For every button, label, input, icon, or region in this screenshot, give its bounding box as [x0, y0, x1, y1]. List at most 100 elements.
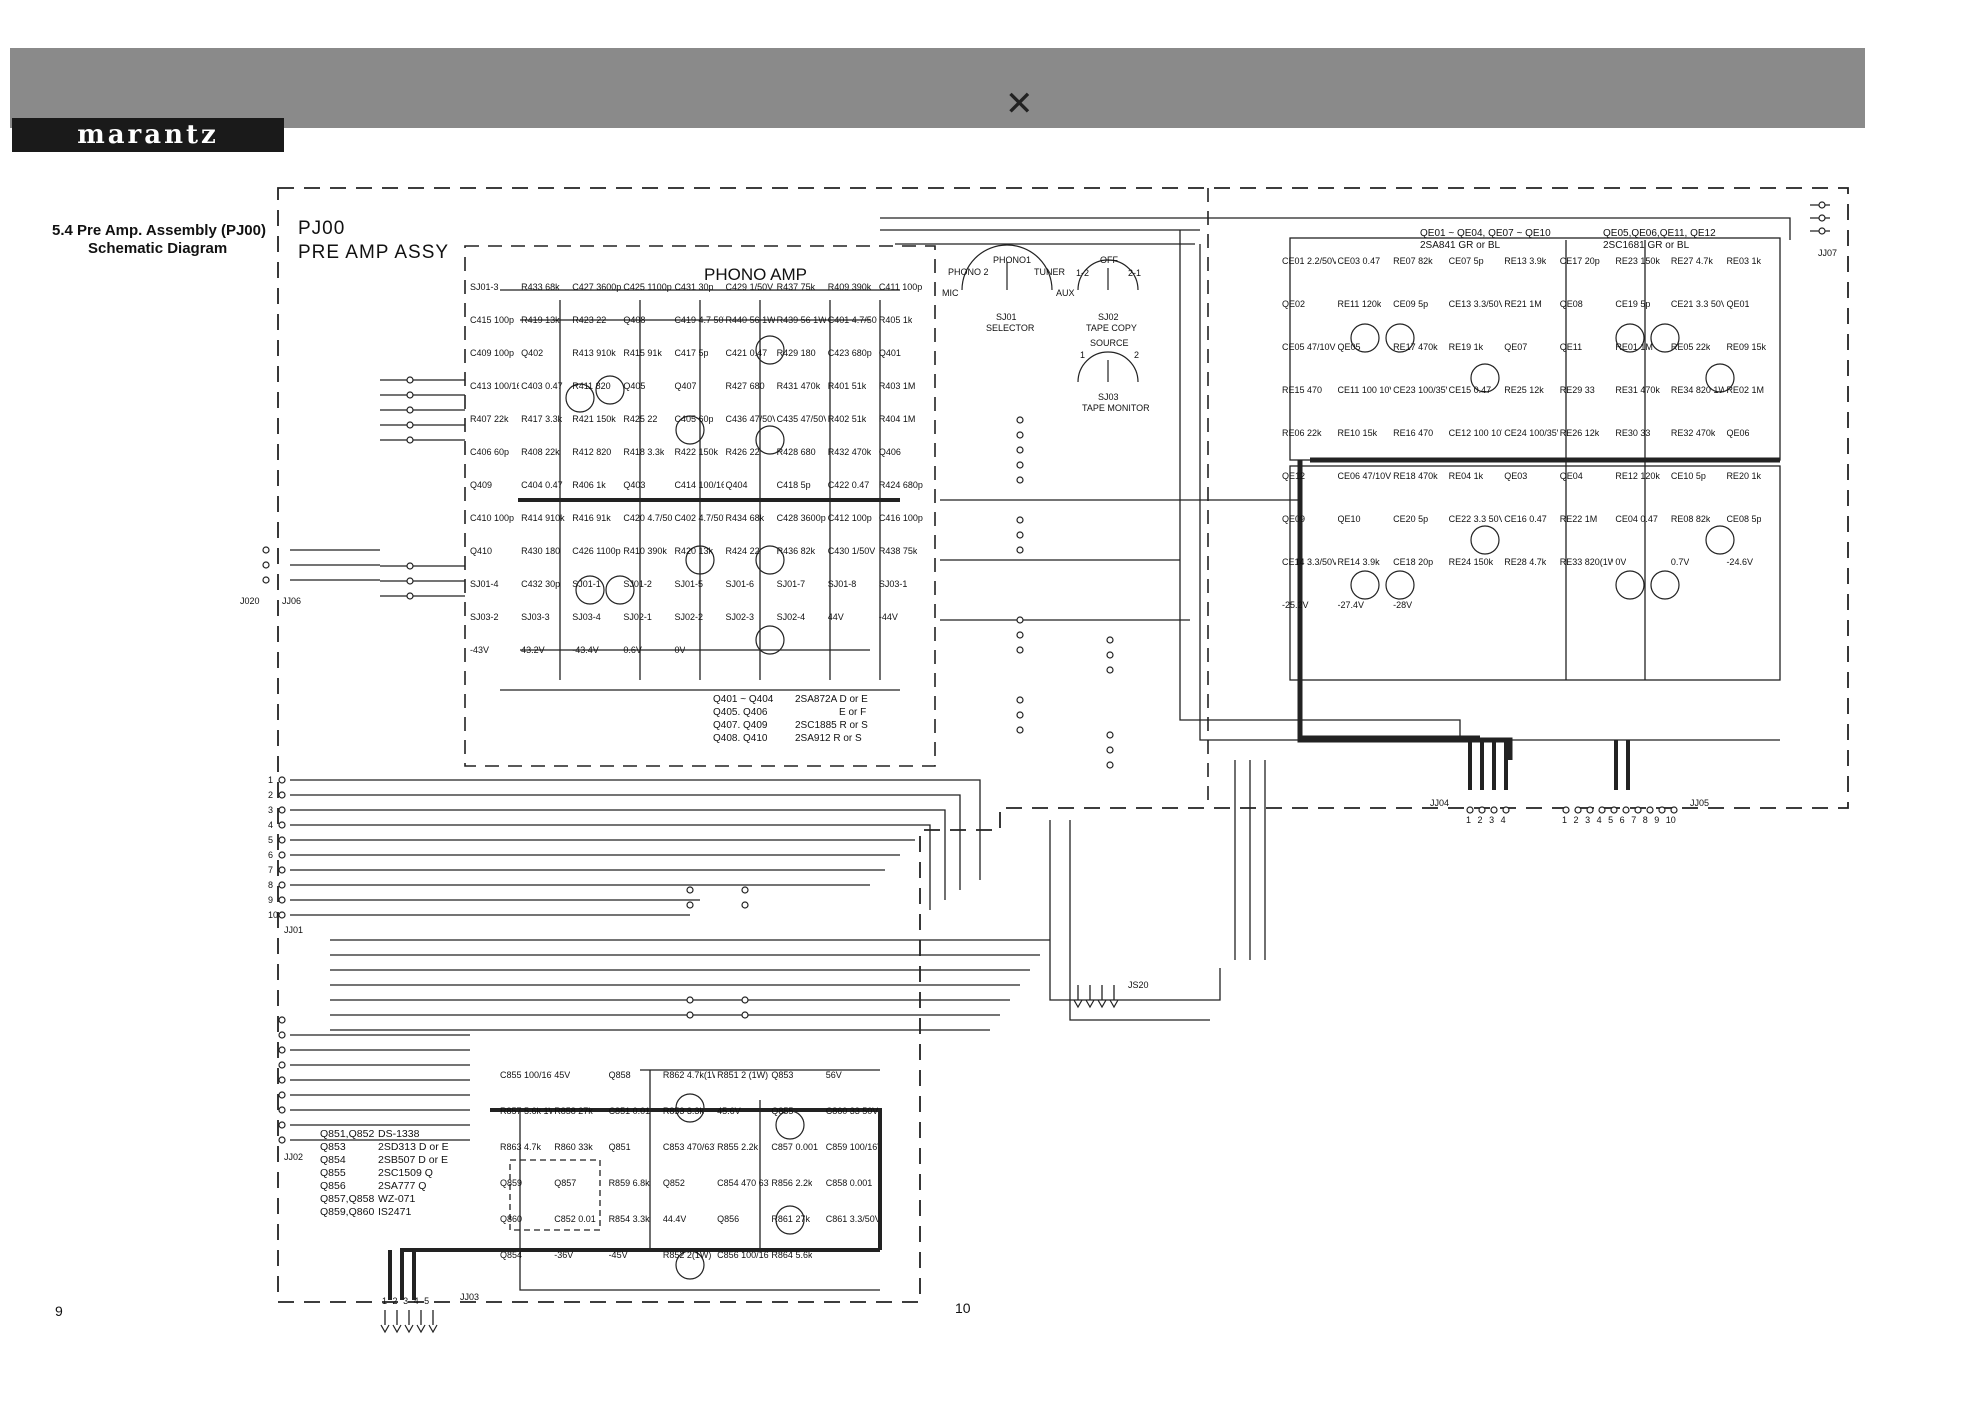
phono-component-label: R424 22 [725, 546, 760, 556]
phono-component-label: C421 0.47 [725, 348, 768, 358]
connector-js20: JS20 [1128, 980, 1149, 990]
tone-component-label: QE11 [1559, 342, 1583, 352]
phono-component-label: -44V [878, 612, 898, 622]
assembly-name: PRE AMP ASSY [298, 242, 450, 263]
phono-component-label: SJ01-6 [725, 579, 755, 589]
phono-amp-title: PHONO AMP [704, 265, 807, 284]
power-component-label: 45V [554, 1070, 571, 1080]
tone-component-label: CE23 100/35V [1393, 385, 1447, 395]
phono-component-label: SJ02-2 [674, 612, 703, 622]
phono-component-label: C419 4.7 50V [674, 315, 724, 325]
tone-component-label: RE25 12k [1504, 385, 1544, 395]
power-component-label: R854 3.3k [608, 1214, 650, 1224]
phono-component-label: R426 22 [725, 447, 760, 457]
phono-component-label: SJ01-2 [623, 579, 652, 589]
tone-component-label: RE09 15k [1726, 342, 1766, 352]
connector-jj07: JJ07 [1818, 248, 1838, 258]
phono-component-label: Q401 [878, 348, 901, 358]
connector-jj04: JJ04 [1430, 798, 1450, 808]
phono-component-label: C426 1100p [572, 546, 621, 556]
phono-component-label: SJ03-4 [572, 612, 601, 622]
tone-component-label: RE08 82k [1670, 514, 1711, 524]
brand-logo: marantz [12, 118, 284, 152]
power-component-label: R851 2 (1W) [717, 1070, 769, 1080]
power-component-label: Q857 [554, 1178, 577, 1188]
tone-component-label: RE26 12k [1559, 428, 1600, 438]
phono-component-label: R429 180 [776, 348, 816, 358]
tone-component-label: 0V [1615, 557, 1627, 567]
power-component-label: C857 0.001 [771, 1142, 818, 1152]
tone-component-label: CE01 2.2/50V [1282, 256, 1336, 266]
tone-component-label: CE24 100/35V [1504, 428, 1558, 438]
phono-component-label: C402 4.7/50V [674, 513, 724, 523]
phono-component-label: R421 150k [572, 414, 616, 424]
phono-component-label: SJ01-5 [674, 579, 703, 589]
sj02-name: SJ02 [1098, 312, 1119, 322]
phono-component-label: R431 470k [776, 381, 821, 391]
power-component-label: C853 470/63V [662, 1142, 716, 1152]
phono-component-label: R408 22k [521, 447, 560, 457]
power-component-label: R859 6.8k [608, 1178, 650, 1188]
phono-component-label: Q404 [725, 480, 748, 490]
power-component-label: Q854 [500, 1250, 523, 1260]
phono-component-label: R437 75k [776, 282, 816, 292]
phono-component-label: R422 150k [674, 447, 718, 457]
tone-component-label: CE22 3.3 50V [1448, 514, 1503, 524]
phono-component-label: R425 22 [623, 414, 658, 424]
tone-component-label: RE19 1k [1448, 342, 1484, 352]
tone-component-label: RE31 470k [1615, 385, 1660, 395]
phono-component-label: R430 180 [521, 546, 561, 556]
phono-component-label: 43.2V [521, 645, 545, 655]
phono-component-label: C428 3600p [776, 513, 826, 523]
phono-component-label: C425 1100p [623, 282, 672, 292]
phono-component-label: 0V [674, 645, 686, 655]
phono-component-label: R440 56 1W [725, 315, 775, 325]
tone-component-label: -27.4V [1337, 600, 1365, 610]
tone-component-label: QE07 [1504, 342, 1528, 352]
tone-component-label: CE08 5p [1726, 514, 1762, 524]
phono-component-label: -43.4V [572, 645, 599, 655]
tone-component-label: CE10 5p [1670, 471, 1706, 481]
phono-component-label: C435 47/50V [776, 414, 826, 424]
phono-component-label: C420 4.7/50V [623, 513, 673, 523]
tone-component-label: QE04 [1559, 471, 1583, 481]
tone-component-label: RE33 820(1W) [1559, 557, 1614, 567]
phono-component-label: R432 470k [827, 447, 872, 457]
power-component-label: C858 0.001 [825, 1178, 873, 1188]
connector-jj02: JJ02 [284, 1152, 304, 1162]
tone-component-label: CE19 5p [1615, 299, 1651, 309]
phono-component-label: SJ03-3 [521, 612, 550, 622]
header-bar [10, 48, 1865, 128]
phono-component-label: R428 680 [776, 447, 816, 457]
sj03-title: TAPE MONITOR [1082, 403, 1150, 413]
page-number-right: 10 [955, 1300, 971, 1316]
tone-component-label: CE17 20p [1559, 256, 1600, 266]
phono-component-label: C427 3600p [572, 282, 622, 292]
phono-component-label: R419 13k [521, 315, 560, 325]
power-component-label: -36V [554, 1250, 574, 1260]
phono-component-label: R404 1M [878, 414, 916, 424]
section-title-line2: Schematic Diagram [88, 240, 228, 257]
tone-component-label: QE08 [1559, 299, 1583, 309]
phono-component-label: R439 56 1W [776, 315, 826, 325]
power-component-label: R861 27k [771, 1214, 810, 1224]
section-title-line1: 5.4 Pre Amp. Assembly (PJ00) [52, 222, 266, 239]
sj03-pos-2: 2 [1134, 350, 1140, 360]
tone-component-label: -24.6V [1726, 557, 1753, 567]
tone-component-label: RE10 15k [1337, 428, 1378, 438]
phono-component-label: C417 5p [674, 348, 709, 358]
phono-component-label: SJ01-4 [470, 579, 499, 589]
phono-component-label: R434 68k [725, 513, 765, 523]
power-component-label: R864 5.6k [771, 1250, 813, 1260]
power-component-label: C860 33 50V [825, 1106, 878, 1116]
power-component-label: R863 4.7k [500, 1142, 542, 1152]
tone-component-label: -28V [1393, 600, 1413, 610]
tone-component-label: QE09 [1282, 514, 1306, 524]
tone-component-label: RE05 22k [1670, 342, 1711, 352]
tone-component-label: RE29 33 [1559, 385, 1595, 395]
connector-jj01: JJ01 [284, 925, 304, 935]
tone-component-label: RE02 1M [1726, 385, 1764, 395]
